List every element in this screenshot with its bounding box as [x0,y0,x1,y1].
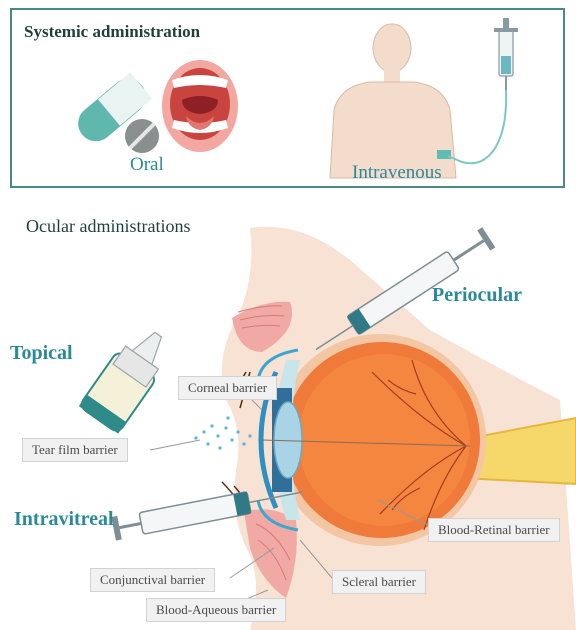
eye-drop-bottle-icon [79,321,178,434]
topical-label: Topical [10,342,73,365]
tear-film-barrier-label: Tear film barrier [22,438,128,462]
tablet-icon [125,119,159,153]
intravitreal-label: Intravitreal [14,508,114,531]
corneal-barrier-label: Corneal barrier [178,376,277,400]
open-mouth-icon [162,60,238,152]
patient-figure-icon [330,24,456,178]
blood-retinal-barrier-label: Blood-Retinal barrier [428,518,560,542]
blood-aqueous-barrier-label: Blood-Aqueous barrier [146,598,286,622]
intravenous-label: Intravenous [352,162,442,184]
conjunctival-barrier-label: Conjunctival barrier [90,568,215,592]
periocular-label: Periocular [432,284,522,307]
iv-syringe-icon [448,18,518,163]
scleral-barrier-label: Scleral barrier [332,570,426,594]
ocular-administrations-title: Ocular administrations [26,216,190,237]
systemic-administration-title: Systemic administration [24,22,200,42]
oral-label: Oral [130,154,164,176]
